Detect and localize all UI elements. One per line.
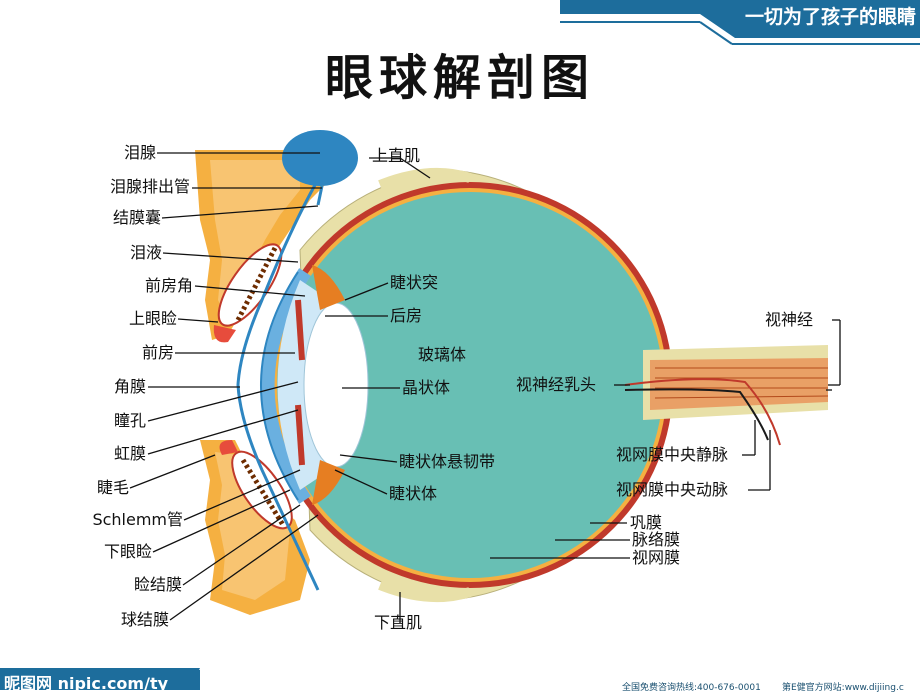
page-title: 眼球解剖图	[324, 50, 595, 106]
label-central-retinal-vein: 视网膜中央静脉	[616, 445, 729, 464]
label-superior-rectus: 上直肌	[372, 146, 421, 165]
footer-watermark-text: 昵图网 nipic.com/ty	[4, 674, 169, 693]
label-optic-disc: 视神经乳头	[516, 375, 597, 394]
label-ciliary-process: 睫状突	[390, 273, 439, 292]
label-lacrimal-gland: 泪腺	[123, 143, 156, 162]
label-schlemm-canal: Schlemm管	[92, 510, 183, 529]
label-choroid: 脉络膜	[632, 530, 681, 549]
lacrimal-duct	[316, 185, 324, 206]
optic-nerve	[624, 345, 829, 446]
label-iris: 虹膜	[113, 444, 146, 463]
label-eyelash: 睫毛	[96, 478, 129, 497]
label-zonule: 睫状体悬韧带	[399, 452, 496, 471]
label-lower-eyelid: 下眼睑	[103, 542, 152, 561]
label-sclera: 巩膜	[630, 513, 663, 532]
label-vitreous-body: 玻璃体	[418, 345, 467, 364]
top-banner	[560, 0, 920, 45]
label-central-retinal-artery: 视网膜中央动脉	[616, 480, 729, 499]
label-inferior-rectus: 下直肌	[374, 613, 423, 632]
label-tears: 泪液	[129, 243, 162, 262]
label-palpebral-conjunctiva: 睑结膜	[133, 575, 182, 594]
banner-slogan: 一切为了孩子的眼睛	[744, 6, 916, 28]
label-retina: 视网膜	[632, 548, 681, 567]
label-optic-nerve: 视神经	[765, 310, 814, 329]
label-lens: 晶状体	[402, 378, 451, 397]
lacrimal-gland	[282, 130, 358, 186]
label-posterior-chamber: 后房	[390, 306, 423, 325]
footer-watermark: 昵图网 nipic.com/ty	[0, 670, 200, 693]
label-ciliary-body: 睫状体	[389, 484, 438, 503]
label-lacrimal-duct: 泪腺排出管	[109, 177, 190, 196]
label-anterior-chamber: 前房	[141, 343, 174, 362]
label-conjunctival-sac: 结膜囊	[112, 208, 161, 227]
label-upper-eyelid: 上眼睑	[128, 309, 177, 328]
eyeball	[260, 167, 673, 603]
leader-lines	[129, 152, 841, 623]
footer-website: 第E健官方网站:www.dijiing.c	[782, 683, 904, 693]
label-chamber-angle: 前房角	[144, 276, 193, 295]
label-pupil: 瞳孔	[113, 411, 146, 430]
footer-hotline: 全国免费咨询热线:400-676-0001	[622, 683, 761, 693]
label-cornea: 角膜	[113, 377, 146, 396]
label-bulbar-conjunctiva: 球结膜	[120, 610, 169, 629]
